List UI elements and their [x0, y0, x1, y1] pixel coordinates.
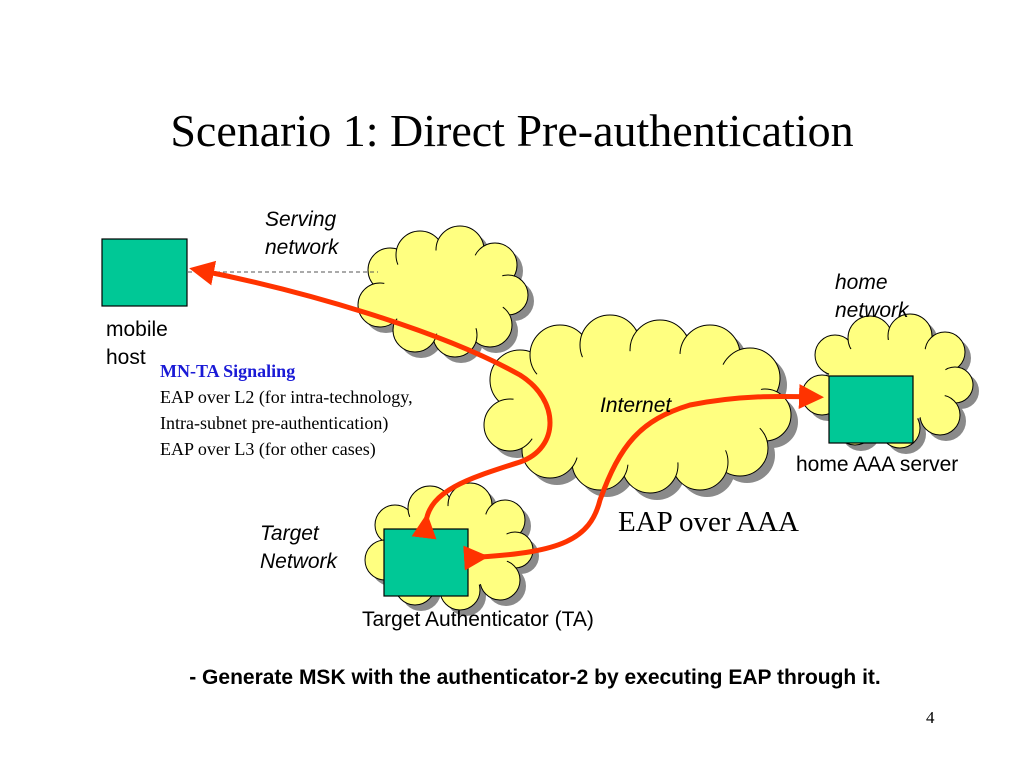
slide-title: Scenario 1: Direct Pre-authentication [170, 105, 854, 156]
mn-ta-signaling-text: MN-TA Signaling EAP over L2 (for intra-t… [160, 358, 413, 462]
internet-label: Internet [600, 394, 672, 417]
serving-network-cloud [357, 225, 534, 363]
target-authenticator-box [383, 528, 469, 597]
mobile-host-box [101, 238, 188, 307]
serving-network-label: Serving network [265, 208, 339, 259]
signaling-line: EAP over L2 (for intra-technology, [160, 387, 413, 407]
eap-over-aaa-arrow [463, 384, 824, 571]
home-aaa-server-label: home AAA server [796, 453, 959, 476]
target-network-label: Target Network [260, 522, 338, 573]
eap-over-aaa-label: EAP over AAA [618, 506, 799, 538]
home-aaa-server-box [828, 375, 914, 444]
home-network-label: home network [835, 271, 909, 322]
mobile-host-label: mobile host [106, 318, 168, 369]
signaling-line: Intra-subnet pre-authentication) [160, 413, 389, 433]
footer-note: - Generate MSK with the authenticator-2 … [189, 666, 881, 689]
signaling-line: EAP over L3 (for other cases) [160, 439, 376, 459]
signaling-heading: MN-TA Signaling [160, 361, 296, 381]
page-number: 4 [926, 708, 935, 727]
target-authenticator-label: Target Authenticator (TA) [362, 608, 594, 631]
